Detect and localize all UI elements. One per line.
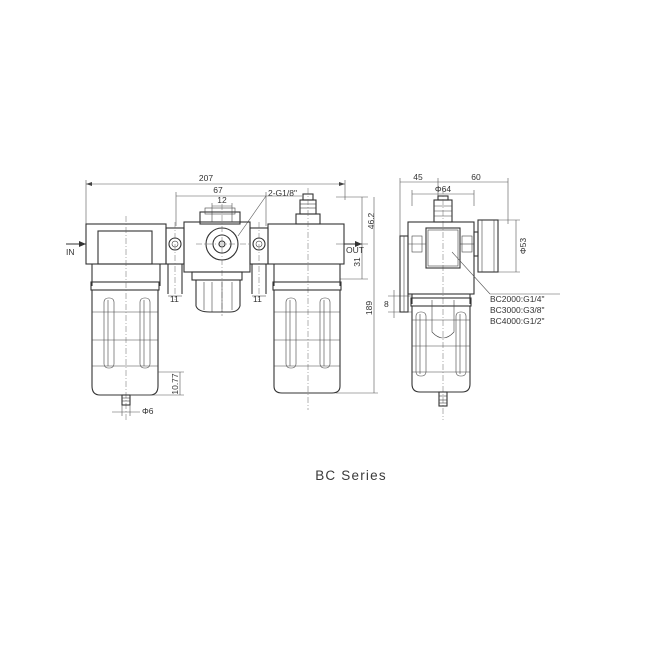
front-view: 207 67 12 2-G1/8" 46.2 <box>66 173 378 420</box>
right-connector: 11 <box>249 222 269 304</box>
port-spec-callout: BC2000:G1/4" BC3000:G3/8" BC4000:G1/2" <box>451 251 560 326</box>
gauge-diameter-label: Φ53 <box>518 238 528 255</box>
right-flange-label: 11 <box>253 294 262 304</box>
regulator-width-dimension: 67 <box>175 185 267 226</box>
right-depth-label: 60 <box>471 172 481 182</box>
overall-width-label: 207 <box>199 173 213 183</box>
filter-drain <box>121 394 131 406</box>
regulator-unit <box>183 204 251 316</box>
port-thread-callout: 2-G1/8" <box>237 188 302 237</box>
port-spec-3: BC4000:G1/2" <box>490 316 545 326</box>
side-knob <box>433 188 453 420</box>
left-flange-label: 11 <box>170 294 179 304</box>
drain-diameter-label: Φ6 <box>142 406 154 416</box>
filter-unit <box>85 216 167 420</box>
top-height-label: 46.2 <box>366 212 376 229</box>
out-arrow: OUT <box>344 241 364 255</box>
side-body <box>407 221 475 295</box>
drain-diameter-dimension: Φ6 <box>112 405 154 416</box>
port-thread-label: 2-G1/8" <box>268 188 297 198</box>
side-drain <box>438 391 448 407</box>
side-bowl <box>410 294 472 393</box>
out-label: OUT <box>346 245 364 255</box>
overall-height-label: 189 <box>364 301 374 315</box>
port-spec-1: BC2000:G1/4" <box>490 294 545 304</box>
left-connector: 11 <box>165 222 185 304</box>
in-arrow: IN <box>66 241 86 257</box>
port-spec-2: BC3000:G3/8" <box>490 305 545 315</box>
knob-width-label: 12 <box>217 195 227 205</box>
overall-height-dimension: 189 <box>336 197 378 394</box>
drain-length-dimension: 10.77 <box>130 371 184 396</box>
in-label: IN <box>66 247 75 257</box>
gauge-diameter-dimension: Φ53 <box>498 219 528 273</box>
left-depth-label: 45 <box>413 172 423 182</box>
drain-length-label: 10.77 <box>170 373 180 395</box>
depth-dimensions: 45 60 <box>399 172 509 296</box>
regulator-width-label: 67 <box>213 185 223 195</box>
top-height-dimension: 46.2 <box>336 196 376 245</box>
bracket-height-label: 8 <box>384 299 389 309</box>
lubricator-unit <box>267 188 345 410</box>
port-height-label: 31 <box>352 257 362 267</box>
series-caption: BC Series <box>315 468 387 483</box>
mounting-bracket <box>399 235 409 313</box>
port-height-dimension: 31 <box>340 244 368 280</box>
side-view: 45 60 Φ64 Φ53 8 <box>384 172 560 420</box>
pressure-gauge <box>473 219 499 273</box>
overall-width-dimension: 207 <box>85 173 346 224</box>
